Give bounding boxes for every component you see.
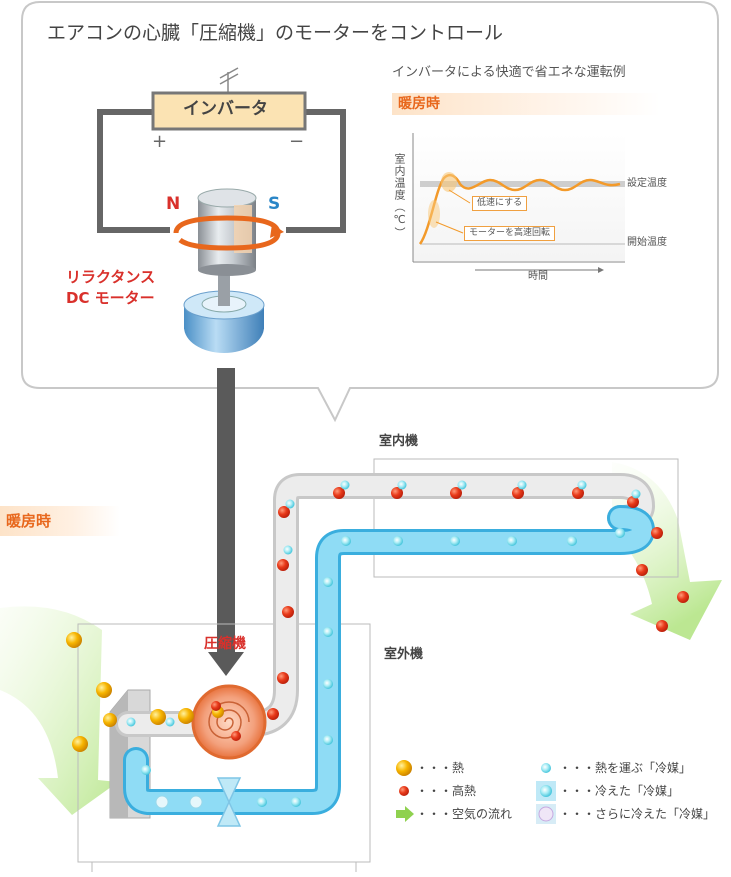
cold-pipe: [126, 508, 652, 812]
chart-x-label: 時間: [528, 271, 548, 282]
hot-pipe: [118, 476, 652, 734]
minus-terminal: −: [289, 131, 305, 152]
n-pole-label: N: [166, 194, 181, 214]
indoor-unit-label: 室内機: [379, 434, 419, 449]
legend-colder-refrigerant-text: ・・・さらに冷えた「冷媒」: [559, 807, 716, 821]
expansion-valve: [216, 777, 242, 827]
legend-airflow-text: ・・・空気の流れ: [416, 807, 513, 821]
callout-high-speed: モーターを高速回転: [464, 226, 556, 241]
legend-high-heat-text: ・・・高熱: [416, 784, 477, 798]
main-title: エアコンの心臓「圧縮機」のモーターをコントロール: [47, 22, 504, 44]
s-pole-label: S: [268, 194, 281, 214]
plus-terminal: +: [152, 131, 168, 152]
legend-cooled-refrigerant-icon: [536, 781, 556, 801]
inverter-circuit-right: [286, 109, 346, 233]
legend-airflow-icon: [396, 806, 414, 822]
shaft-arrow: [217, 368, 235, 656]
heating-mode-label-side: 暖房時: [0, 506, 120, 536]
callout-low-speed: 低速にする: [472, 196, 528, 211]
legend-heat-text: ・・・熱: [416, 761, 465, 775]
cooled-refrigerant-particles: [141, 528, 625, 807]
compressor: [191, 684, 267, 760]
legend-cooled-refrigerant-text: ・・・冷えた「冷媒」: [559, 784, 680, 798]
refrigerant-particles: [126, 480, 641, 727]
legend-heat-icon: [396, 760, 412, 776]
colder-refrigerant-particles: [155, 795, 203, 809]
chart-y-label: 室内温度（℃）: [393, 153, 406, 239]
legend-colder-refrigerant-icon: [536, 804, 556, 824]
high-heat-particles: [211, 487, 689, 741]
motor-name-line1: リラクタンス: [66, 268, 156, 286]
indoor-unit-outline: [373, 458, 679, 578]
motor-name-line2: DC モーター: [66, 289, 155, 307]
heating-mode-label-chart: 暖房時: [392, 93, 660, 115]
inverter-label: インバータ: [183, 99, 268, 119]
legend-icons: [396, 760, 556, 824]
airflow-left: [0, 606, 118, 815]
legend-refrigerant-icon: [541, 763, 551, 773]
hot-pipe-outline: [115, 473, 655, 737]
setpoint-temp-label: 設定温度: [627, 178, 667, 189]
chart-subtitle: インバータによる快適で省エネな運転例: [392, 65, 626, 80]
compressor-label: 圧縮機: [204, 636, 246, 652]
inverter-box: [151, 91, 307, 131]
outdoor-unit-label: 室外機: [384, 647, 424, 662]
start-temp-label: 開始温度: [627, 237, 667, 248]
inverter-circuit-left: [97, 109, 170, 233]
legend-refrigerant-text: ・・・熱を運ぶ「冷媒」: [559, 761, 692, 775]
legend-high-heat-icon: [399, 786, 409, 796]
